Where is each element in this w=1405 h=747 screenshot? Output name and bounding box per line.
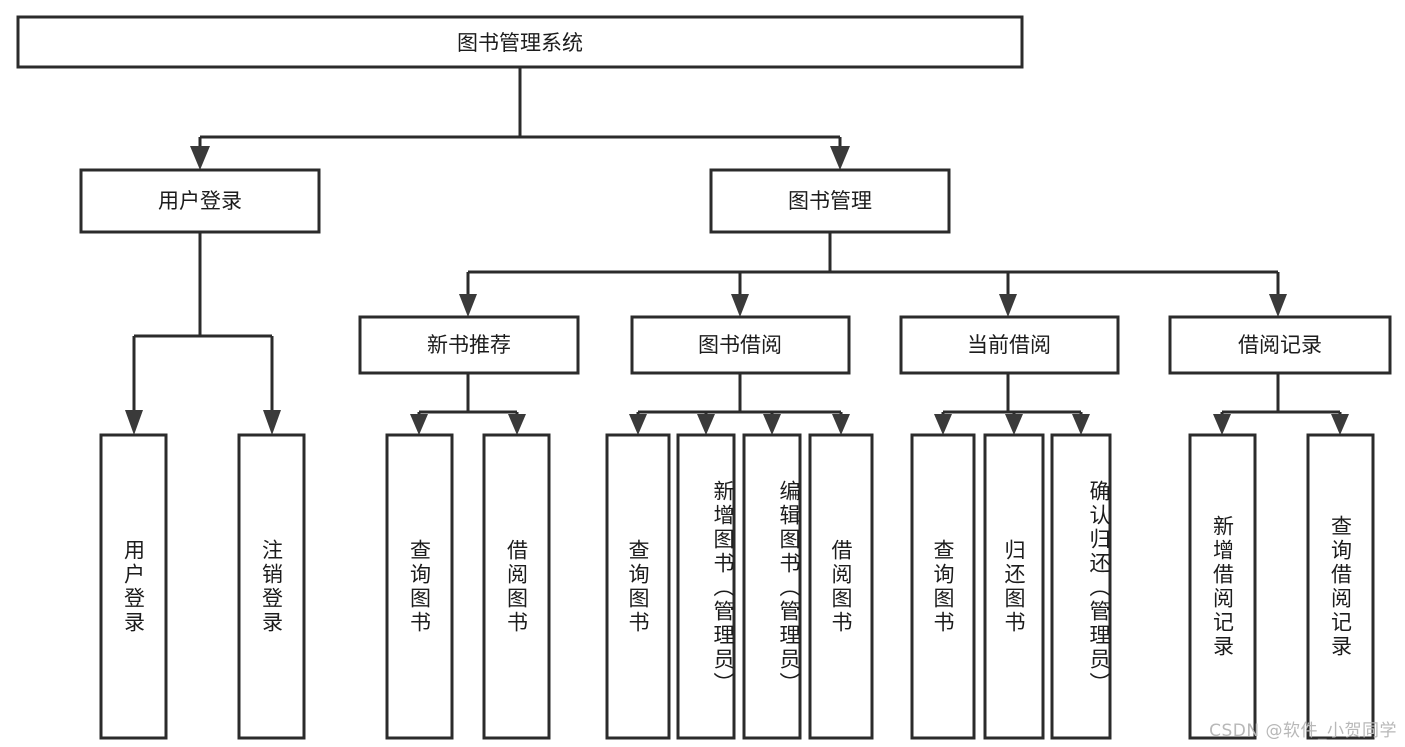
node-new-book-rec-label: 新书推荐 — [427, 333, 511, 357]
connector-currentborrow-to-leaves — [934, 373, 1090, 435]
connector-borrowrecord-to-leaves — [1213, 373, 1349, 435]
leaf-box-edit-book[interactable] — [742, 433, 802, 740]
node-borrow-record-label: 借阅记录 — [1238, 333, 1322, 357]
leaf-boxes-group — [99, 433, 1375, 740]
node-root-label: 图书管理系统 — [457, 31, 583, 55]
leaf-box-user-login[interactable] — [99, 433, 168, 740]
connector-newbook-to-leaves — [410, 373, 526, 435]
node-user-login-label: 用户登录 — [158, 189, 242, 213]
node-book-borrow[interactable]: 图书借阅 — [630, 315, 851, 375]
node-new-book-rec[interactable]: 新书推荐 — [358, 315, 580, 375]
leaf-box-add-record[interactable] — [1188, 433, 1257, 740]
node-current-borrow[interactable]: 当前借阅 — [899, 315, 1120, 375]
node-book-manage[interactable]: 图书管理 — [709, 168, 951, 234]
leaf-box-query-book-2[interactable] — [605, 433, 671, 740]
node-current-borrow-label: 当前借阅 — [967, 333, 1051, 357]
node-book-borrow-label: 图书借阅 — [698, 333, 782, 357]
node-user-login[interactable]: 用户登录 — [79, 168, 321, 234]
leaf-box-add-book[interactable] — [676, 433, 736, 740]
leaf-box-return-book[interactable] — [983, 433, 1045, 740]
leaf-box-query-book-3[interactable] — [910, 433, 976, 740]
leaf-box-borrow-book-2[interactable] — [808, 433, 874, 740]
node-book-manage-label: 图书管理 — [788, 189, 872, 213]
leaf-box-logout[interactable] — [237, 433, 306, 740]
leaf-box-query-book-1[interactable] — [385, 433, 454, 740]
connector-root-to-level2 — [190, 67, 850, 170]
leaf-box-borrow-book-1[interactable] — [482, 433, 551, 740]
csdn-watermark: CSDN @软件_小贺同学 — [1209, 721, 1397, 741]
connector-bookmanage-to-level3 — [459, 232, 1287, 317]
node-borrow-record[interactable]: 借阅记录 — [1168, 315, 1392, 375]
connector-userlogin-to-leaves — [125, 232, 281, 435]
leaf-box-confirm-return[interactable] — [1050, 433, 1112, 740]
connector-bookborrow-to-leaves — [629, 373, 850, 435]
leaf-box-query-record[interactable] — [1306, 433, 1375, 740]
node-root[interactable]: 图书管理系统 — [16, 15, 1024, 69]
